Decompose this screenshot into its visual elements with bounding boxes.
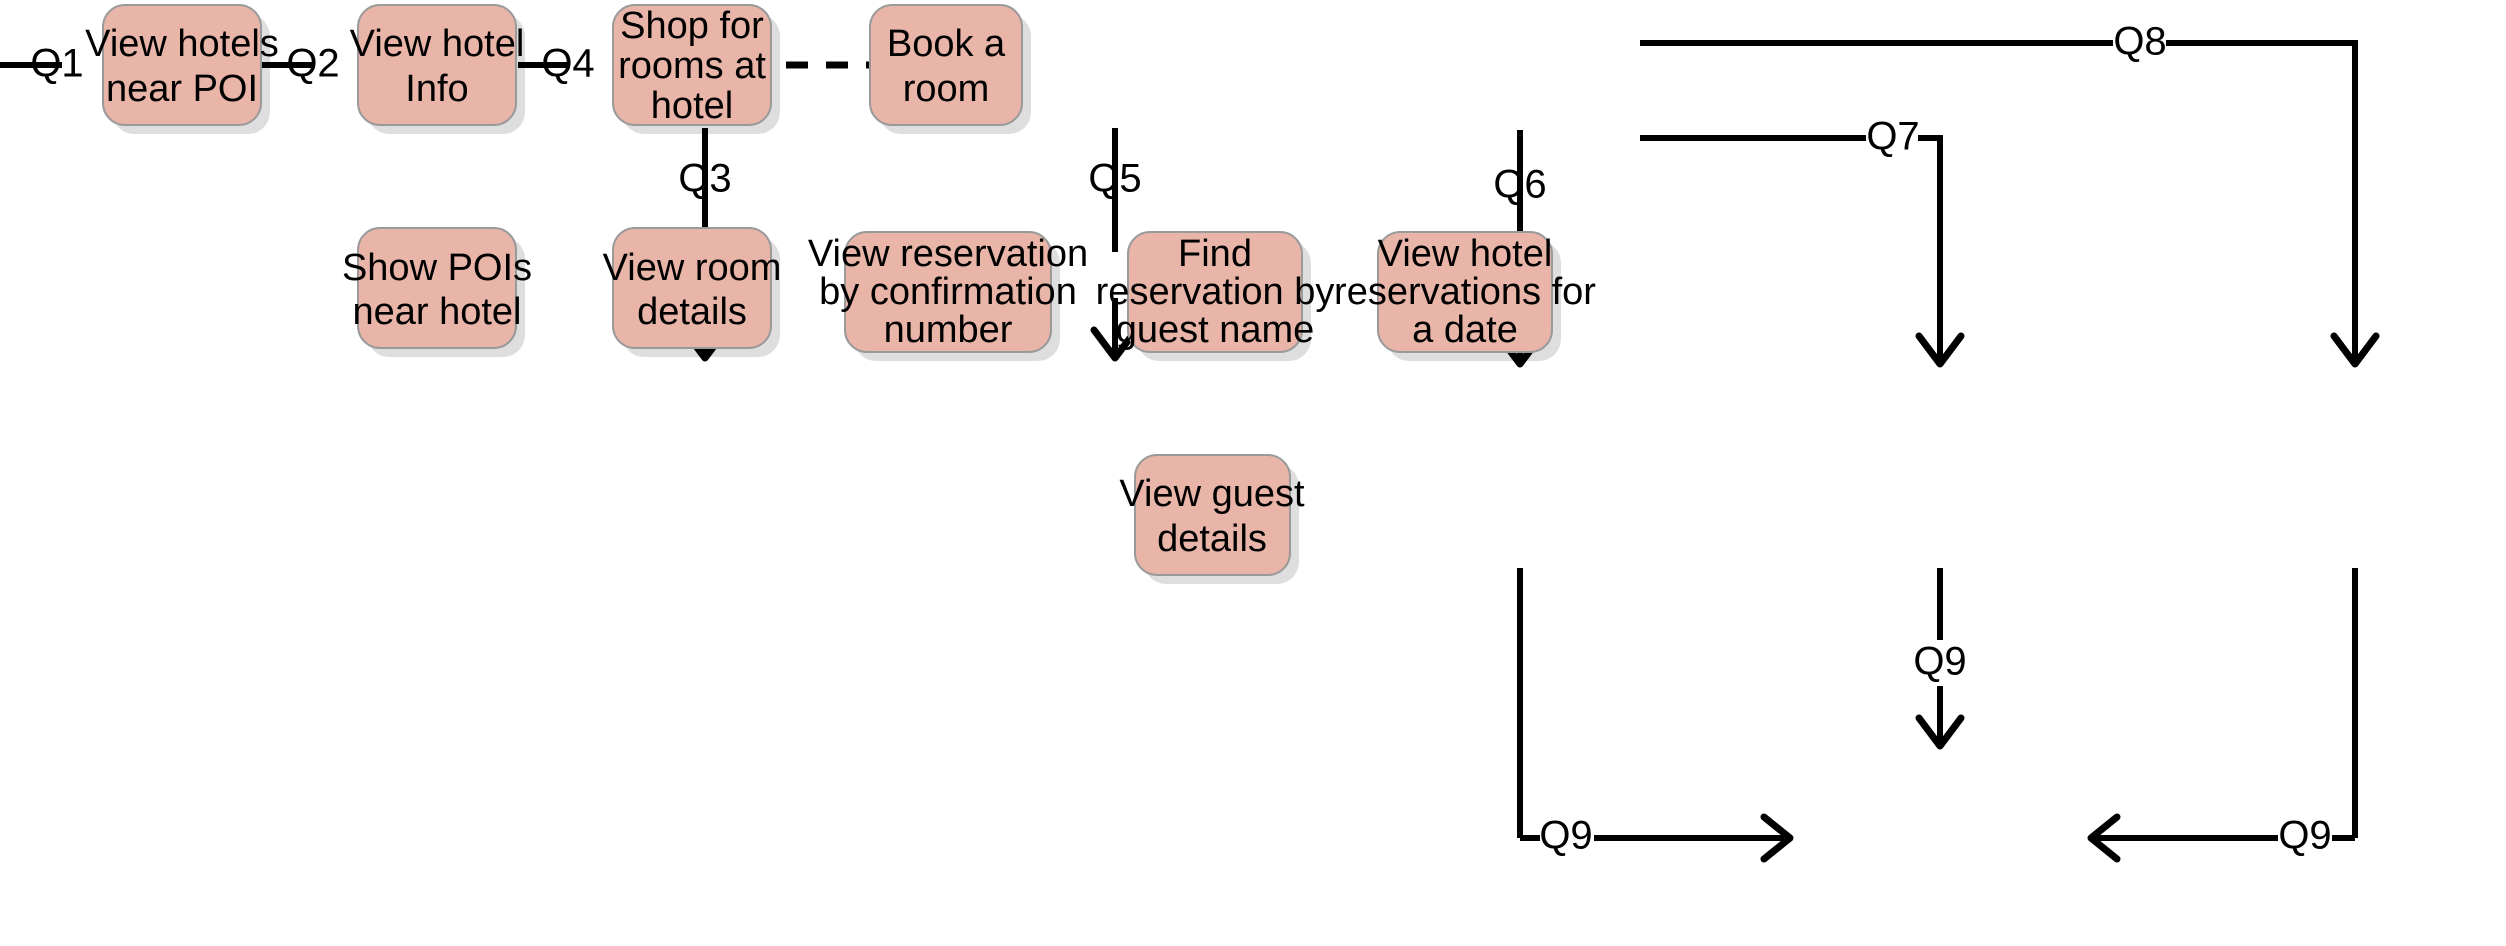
node-rect[interactable] bbox=[612, 4, 772, 126]
node-label-line: Book a bbox=[887, 23, 1006, 65]
node-label-line: room bbox=[903, 68, 990, 110]
node-rect[interactable] bbox=[102, 4, 262, 126]
node-label-line: View reservation bbox=[808, 233, 1088, 275]
node-rect[interactable] bbox=[1377, 231, 1553, 353]
node-label-line: near hotel bbox=[352, 291, 521, 333]
node-label-line: View room bbox=[603, 247, 782, 289]
node-find-reservation-by-guest-name[interactable]: Find reservation by guest name bbox=[1096, 231, 1335, 361]
node-label-line: View hotels bbox=[85, 23, 279, 65]
node-label-line: details bbox=[637, 291, 747, 333]
edge-label-q9-hotel-date: Q9 bbox=[2278, 814, 2331, 858]
node-view-guest-details[interactable]: View guest details bbox=[1119, 454, 1305, 584]
node-label-line: View hotel bbox=[1378, 233, 1553, 275]
edge-label-q5: Q5 bbox=[1088, 157, 1141, 201]
node-label-line: Info bbox=[405, 68, 468, 110]
node-label-line: View hotel bbox=[350, 23, 525, 65]
node-label-line: reservations for bbox=[1334, 271, 1596, 313]
node-rect[interactable] bbox=[844, 231, 1052, 353]
node-rect[interactable] bbox=[357, 4, 517, 126]
node-book-a-room[interactable]: Book a room bbox=[869, 4, 1031, 134]
edge-q8 bbox=[1640, 40, 2380, 368]
node-rect[interactable] bbox=[1127, 231, 1303, 353]
edge-label-q8: Q8 bbox=[2113, 20, 2166, 64]
node-label-line: a date bbox=[1412, 309, 1518, 351]
node-label-line: reservation by bbox=[1096, 271, 1335, 313]
edge-label-q1: Q1 bbox=[30, 42, 83, 86]
edge-label-q9-guest-name: Q9 bbox=[1913, 640, 1966, 684]
node-rect[interactable] bbox=[1134, 454, 1291, 576]
edge-layer bbox=[0, 40, 2380, 863]
node-label-line: guest name bbox=[1116, 309, 1315, 351]
node-layer: View hotels near POI View hotel Info Sho… bbox=[85, 4, 1596, 584]
node-shop-for-rooms-at-hotel[interactable]: Shop for rooms at hotel bbox=[612, 4, 780, 134]
edge-label-q4: Q4 bbox=[541, 42, 594, 86]
node-view-hotels-near-poi[interactable]: View hotels near POI bbox=[85, 4, 279, 134]
edge-label-q3: Q3 bbox=[678, 157, 731, 201]
node-label-line: near POI bbox=[106, 68, 258, 110]
node-label-line: Show POIs bbox=[342, 247, 532, 289]
node-label-line: rooms at bbox=[618, 45, 766, 87]
node-label-line: number bbox=[884, 309, 1013, 351]
edge-q9-from-hotel-date bbox=[2087, 568, 2358, 863]
edge-q9-from-guest-name bbox=[1915, 568, 1965, 750]
edge-label-q2: Q2 bbox=[286, 42, 339, 86]
node-label-line: hotel bbox=[651, 85, 733, 127]
node-view-reservation-by-confirmation-number[interactable]: View reservation by confirmation number bbox=[808, 231, 1088, 361]
node-view-room-details[interactable]: View room details bbox=[603, 227, 782, 357]
node-rect[interactable] bbox=[357, 227, 517, 349]
node-label-line: details bbox=[1157, 518, 1267, 560]
node-view-hotel-reservations-for-a-date[interactable]: View hotel reservations for a date bbox=[1334, 231, 1596, 361]
edge-label-q9-confirmation: Q9 bbox=[1539, 814, 1592, 858]
node-label-line: Shop for bbox=[620, 5, 764, 47]
node-show-pois-near-hotel[interactable]: Show POIs near hotel bbox=[342, 227, 532, 357]
edge-label-layer: Q1 Q2 Q3 Q4 Q5 Q6 Q7 Q8 Q9 Q9 Q9 bbox=[30, 20, 2331, 858]
node-rect[interactable] bbox=[612, 227, 772, 349]
node-rect[interactable] bbox=[869, 4, 1023, 126]
edge-q7 bbox=[1640, 135, 1965, 368]
edge-label-q6: Q6 bbox=[1493, 163, 1546, 207]
node-label-line: View guest bbox=[1119, 473, 1305, 515]
node-label-line: Find bbox=[1178, 233, 1252, 275]
node-label-line: by confirmation bbox=[819, 271, 1077, 313]
edge-q9-from-confirmation bbox=[1517, 568, 1794, 863]
node-view-hotel-info[interactable]: View hotel Info bbox=[350, 4, 525, 134]
edge-label-q7: Q7 bbox=[1866, 115, 1919, 159]
